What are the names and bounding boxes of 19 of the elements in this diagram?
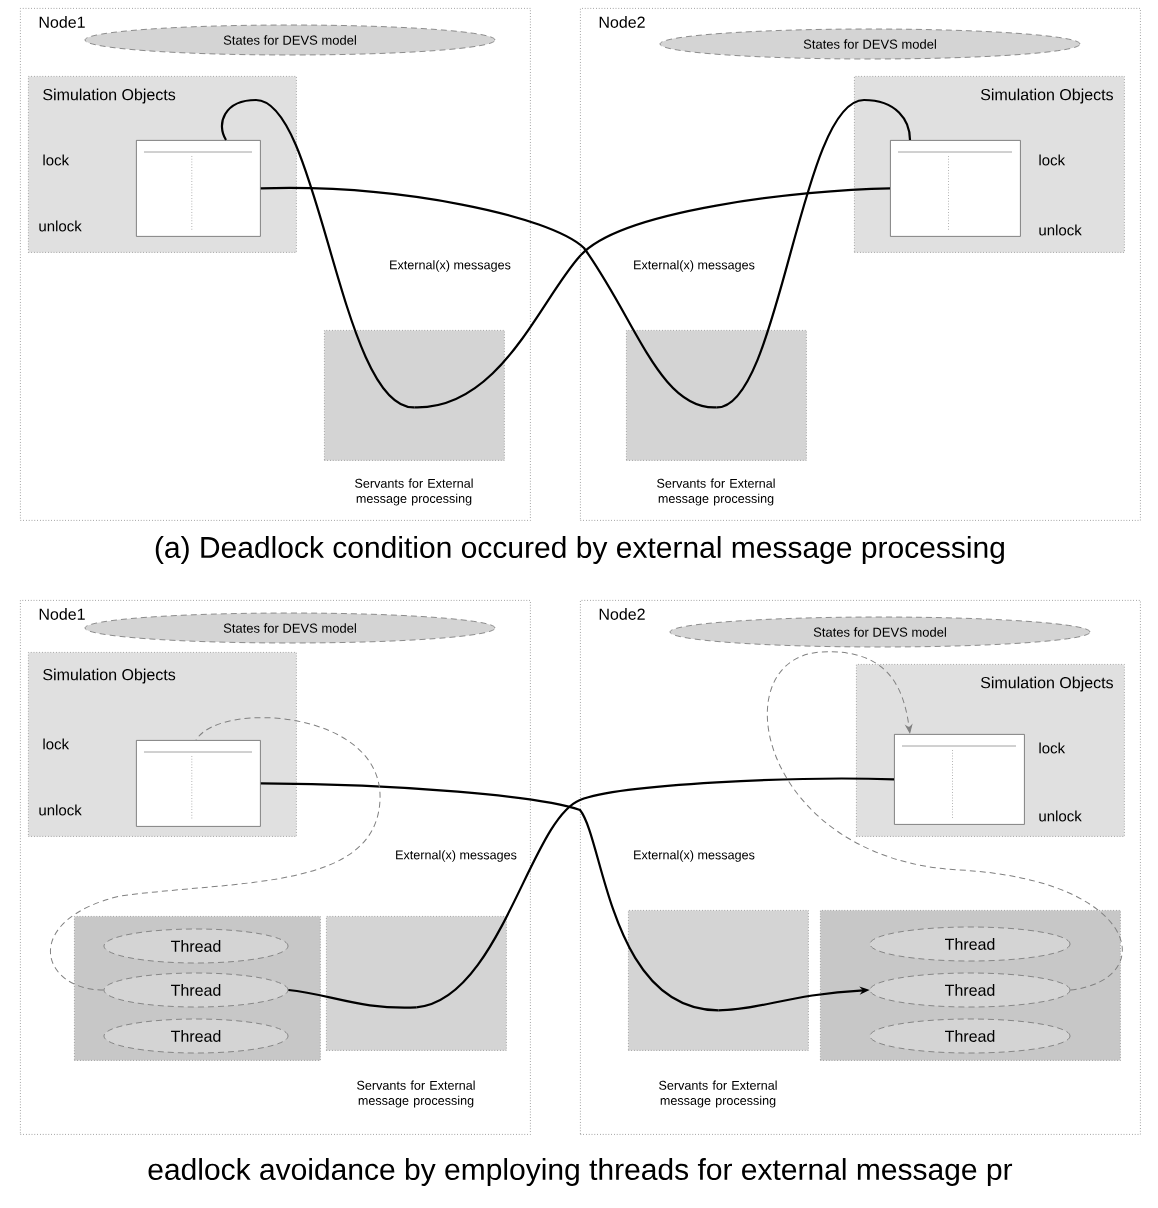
lock-table-drawing	[894, 734, 1025, 825]
connector-line	[220, 98, 415, 409]
arrow	[766, 651, 1123, 991]
lock-table-drawing	[136, 140, 261, 237]
node-label: Simulation Objects	[43, 668, 176, 684]
connector-line	[260, 782, 719, 1012]
connector-line	[49, 717, 381, 991]
node-label: Simulation Objects	[43, 88, 176, 104]
connector-line	[414, 187, 891, 409]
node-label: Simulation Objects	[980, 88, 1114, 104]
lock-table-drawing	[136, 740, 261, 827]
caption: eadlock avoidance by employing threads for external message pr	[148, 1158, 1013, 1186]
connector-line	[416, 777, 895, 1009]
connector-line	[288, 988, 417, 1009]
connector-line	[716, 98, 912, 409]
node-label: Simulation Objects	[980, 676, 1114, 692]
caption: (a) Deadlock condition occured by external message processing	[155, 536, 1004, 564]
lock-table-drawing	[890, 140, 1021, 237]
connector-line	[260, 186, 717, 409]
